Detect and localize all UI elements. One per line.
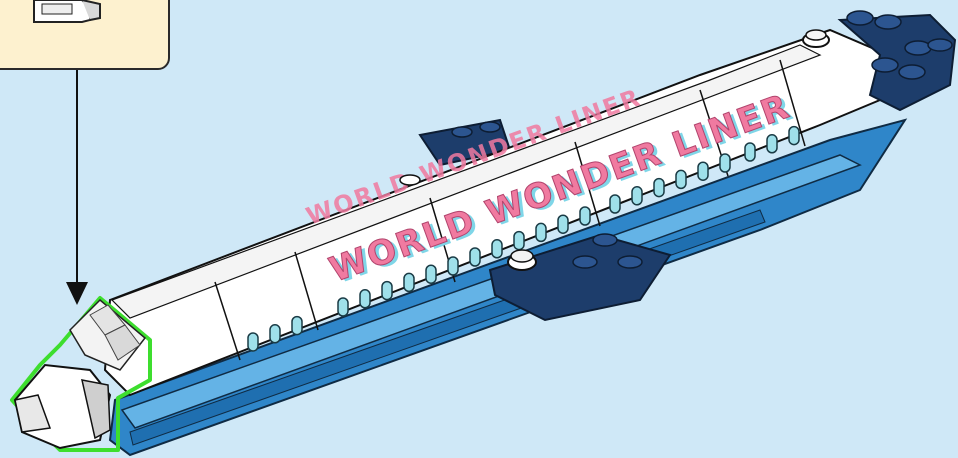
passenger-window: [558, 215, 568, 233]
passenger-window: [360, 290, 370, 308]
passenger-window: [270, 325, 280, 343]
passenger-window: [632, 187, 642, 205]
passenger-window: [292, 317, 302, 335]
placement-arrow: [66, 70, 88, 305]
passenger-window: [767, 135, 777, 153]
passenger-window: [654, 179, 664, 197]
passenger-window: [789, 127, 799, 145]
passenger-window: [514, 232, 524, 250]
passenger-window: [338, 298, 348, 316]
passenger-window: [698, 162, 708, 180]
passenger-window: [610, 195, 620, 213]
passenger-window: [580, 207, 590, 225]
passenger-window: [470, 248, 480, 266]
passenger-window: [720, 154, 730, 172]
passenger-window: [248, 333, 258, 351]
passenger-window: [404, 273, 414, 291]
passenger-window: [536, 223, 546, 241]
passenger-window: [426, 265, 436, 283]
passenger-window: [676, 170, 686, 188]
passenger-window: [448, 257, 458, 275]
passenger-window: [382, 282, 392, 300]
passenger-window: [492, 240, 502, 258]
passenger-window: [745, 143, 755, 161]
